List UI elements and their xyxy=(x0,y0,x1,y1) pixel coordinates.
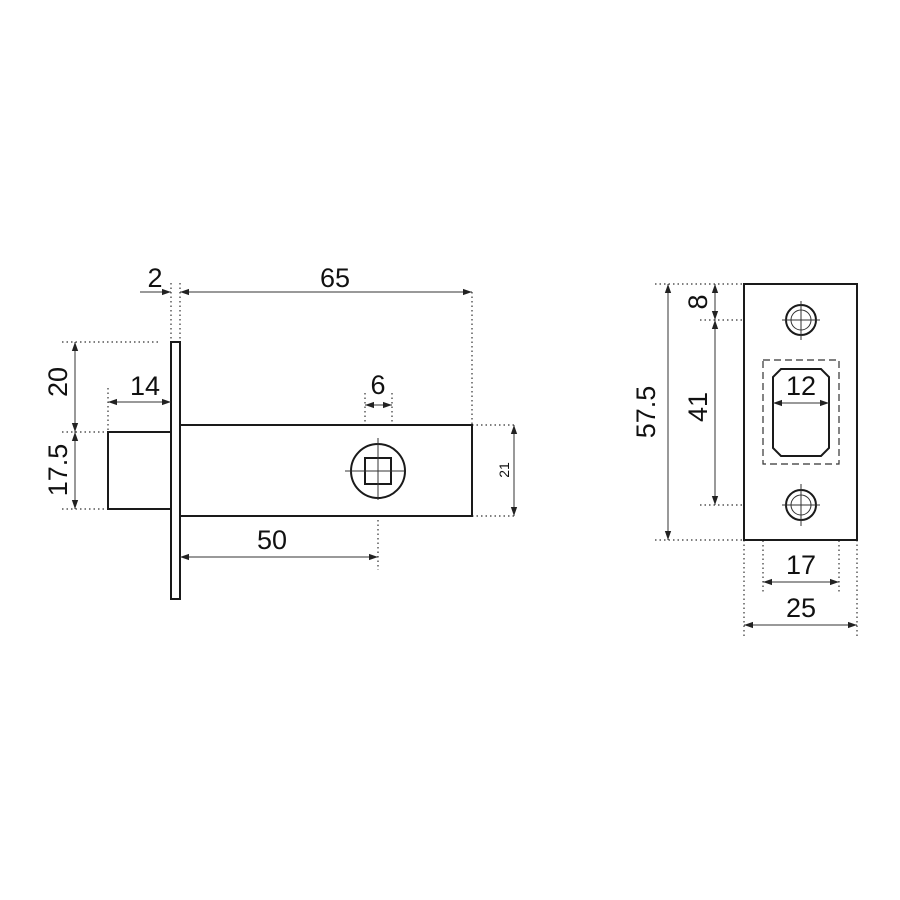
dim-hole-offset: 8 xyxy=(683,294,713,309)
dim-plate-width: 25 xyxy=(786,593,816,623)
dim-height: 57.5 xyxy=(631,386,661,439)
dim-body-height: 21 xyxy=(496,462,512,478)
dim-backset: 50 xyxy=(257,525,287,555)
dim-slot-width: 12 xyxy=(786,371,816,401)
faceplate xyxy=(170,341,181,600)
screw-hole-top xyxy=(782,301,820,340)
dim-faceplate-thickness: 2 xyxy=(147,263,162,293)
dim-hole-spacing: 41 xyxy=(683,392,713,422)
dim-bolt-projection: 14 xyxy=(130,371,160,401)
dim-upper: 20 xyxy=(43,367,73,397)
dim-bolt-height: 17.5 xyxy=(43,444,73,497)
dim-recess-width: 17 xyxy=(786,550,816,580)
screw-hole-bottom xyxy=(782,484,820,526)
latch-body xyxy=(179,424,473,517)
dim-backset-total: 65 xyxy=(320,263,350,293)
latch-side-view: 2 65 20 17.5 14 6 21 50 xyxy=(43,263,518,600)
strike-plate-view: 57.5 8 41 12 17 25 xyxy=(631,283,858,638)
latch-bolt xyxy=(107,431,172,510)
dim-spindle: 6 xyxy=(370,370,385,400)
recess-outline xyxy=(762,359,840,465)
